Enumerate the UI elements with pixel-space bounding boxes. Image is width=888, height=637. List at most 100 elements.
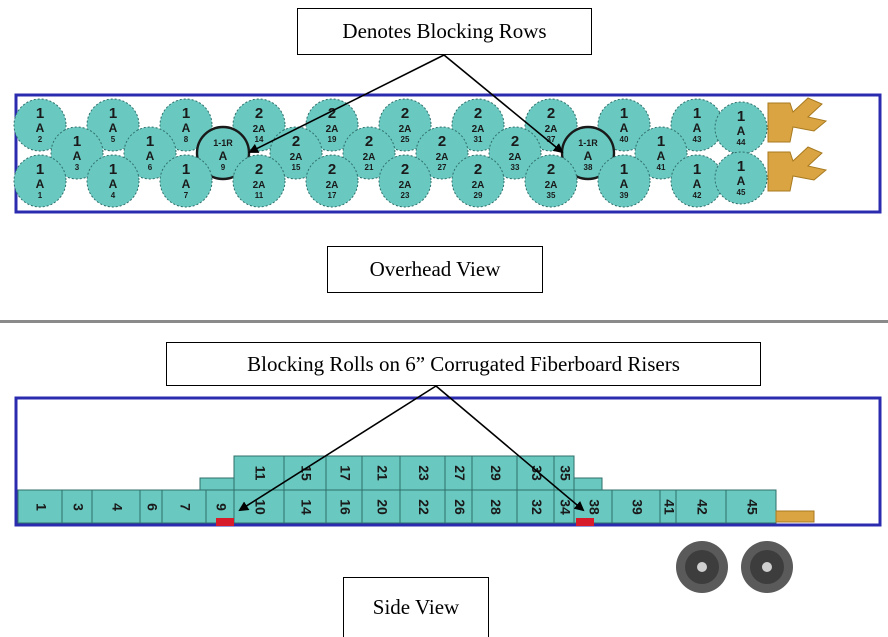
svg-text:2: 2: [328, 105, 336, 122]
svg-text:A: A: [109, 121, 118, 135]
svg-text:2A: 2A: [253, 180, 266, 191]
svg-text:A: A: [693, 177, 702, 191]
side-roll: 22: [399, 489, 446, 524]
wheel-icon: [676, 541, 728, 593]
svg-text:11: 11: [255, 191, 264, 200]
svg-text:23: 23: [401, 191, 410, 200]
svg-text:8: 8: [184, 135, 189, 144]
svg-text:45: 45: [737, 188, 746, 197]
side-roll-upper: 27: [444, 455, 473, 491]
svg-text:42: 42: [694, 499, 710, 515]
side-roll: 9: [205, 489, 235, 524]
svg-text:3: 3: [70, 503, 86, 511]
side-roll: 20: [361, 489, 401, 524]
svg-text:A: A: [620, 177, 629, 191]
callout-arrow: [443, 54, 564, 154]
svg-text:2: 2: [365, 133, 373, 150]
svg-text:2: 2: [474, 105, 482, 122]
overhead-roll: 1A6: [123, 126, 177, 180]
svg-text:6: 6: [144, 503, 160, 511]
svg-text:3: 3: [75, 163, 80, 172]
overhead-rolls: 1A21A51A822A1422A1922A2522A3122A371A401A…: [13, 98, 768, 208]
svg-text:27: 27: [438, 163, 447, 172]
svg-text:7: 7: [184, 191, 189, 200]
svg-text:40: 40: [620, 135, 629, 144]
svg-text:14: 14: [255, 135, 264, 144]
svg-text:31: 31: [474, 135, 483, 144]
side-roll: 7: [161, 489, 207, 524]
svg-text:2A: 2A: [545, 124, 558, 135]
svg-text:1: 1: [36, 161, 44, 178]
side-roll-shoulder: [573, 477, 603, 491]
svg-text:33: 33: [511, 163, 520, 172]
side-roll-shoulder: [199, 477, 235, 491]
svg-text:25: 25: [401, 135, 410, 144]
overhead-roll: 1A3: [50, 126, 104, 180]
svg-text:A: A: [219, 149, 228, 163]
side-view-label: Side View: [343, 577, 489, 637]
svg-text:42: 42: [693, 191, 702, 200]
blocking-rows-callout: Denotes Blocking Rows: [297, 8, 592, 55]
side-roll: 10: [233, 489, 285, 524]
callout-arrow: [248, 54, 445, 153]
svg-text:33: 33: [529, 465, 545, 481]
rear-bracket-icon: [775, 510, 815, 523]
svg-text:1: 1: [109, 105, 117, 122]
svg-text:2A: 2A: [472, 124, 485, 135]
overhead-view-label: Overhead View: [327, 246, 543, 293]
svg-text:2: 2: [401, 105, 409, 122]
svg-text:1: 1: [146, 133, 154, 150]
svg-text:41: 41: [657, 163, 666, 172]
svg-text:A: A: [36, 177, 45, 191]
svg-text:23: 23: [416, 465, 432, 481]
svg-text:29: 29: [488, 465, 504, 481]
view-divider: [0, 320, 888, 323]
svg-text:2A: 2A: [399, 180, 412, 191]
svg-text:6: 6: [148, 163, 153, 172]
side-roll-upper: 35: [553, 455, 575, 491]
svg-text:A: A: [620, 121, 629, 135]
svg-text:9: 9: [213, 503, 229, 511]
side-roll: 39: [611, 489, 661, 524]
svg-text:2A: 2A: [472, 180, 485, 191]
svg-text:41: 41: [661, 499, 677, 515]
svg-text:A: A: [584, 149, 593, 163]
svg-text:2: 2: [38, 135, 43, 144]
svg-text:26: 26: [452, 499, 468, 515]
blocking-rolls-callout: Blocking Rolls on 6” Corrugated Fiberboa…: [166, 342, 761, 386]
overhead-roll: 1A4: [86, 154, 140, 208]
wheel-icon: [741, 541, 793, 593]
side-roll-upper: 33: [516, 455, 555, 491]
svg-text:A: A: [657, 149, 666, 163]
svg-text:15: 15: [292, 163, 301, 172]
side-roll: 4: [91, 489, 141, 524]
svg-text:A: A: [693, 121, 702, 135]
svg-text:38: 38: [584, 163, 593, 172]
svg-text:17: 17: [328, 191, 337, 200]
svg-text:35: 35: [557, 465, 573, 481]
svg-text:1: 1: [33, 503, 49, 511]
svg-text:14: 14: [298, 499, 314, 515]
svg-text:1: 1: [657, 133, 665, 150]
svg-text:15: 15: [298, 465, 314, 481]
svg-text:1: 1: [182, 105, 190, 122]
svg-text:16: 16: [337, 499, 353, 515]
svg-text:20: 20: [374, 499, 390, 515]
svg-text:A: A: [73, 149, 82, 163]
svg-text:1: 1: [693, 161, 701, 178]
